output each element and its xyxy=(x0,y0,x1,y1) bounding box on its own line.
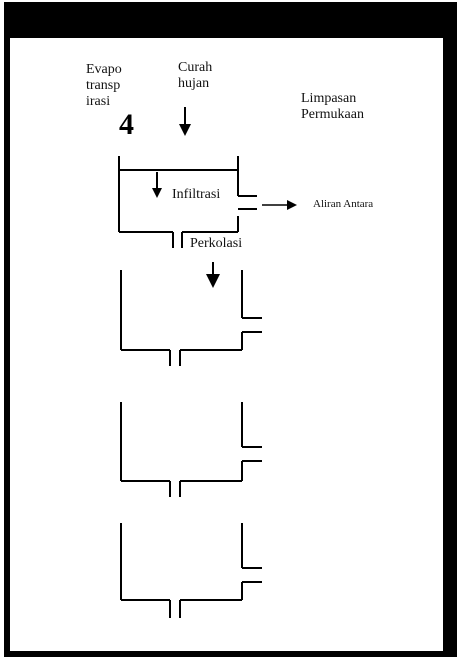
evapotranspirasi-number: 4 xyxy=(119,108,134,141)
evapotranspirasi-label: Evapo transp irasi xyxy=(86,62,122,109)
interflow-arrow xyxy=(262,200,297,210)
frame-left-border xyxy=(4,2,10,657)
infiltration-arrow xyxy=(152,172,162,198)
frame-right-border xyxy=(443,2,457,657)
infiltrasi-label: Infiltrasi xyxy=(172,187,221,202)
percolation-arrow xyxy=(206,262,220,288)
frame-top-border xyxy=(4,2,457,38)
tank-1 xyxy=(118,156,257,248)
tank-2 xyxy=(120,270,262,366)
limpasan-permukaan-label: Limpasan Permukaan xyxy=(301,91,364,122)
tank-4 xyxy=(120,523,262,618)
tank-3 xyxy=(120,402,262,497)
perkolasi-label: Perkolasi xyxy=(190,236,243,251)
frame-bottom-border xyxy=(4,651,457,657)
rain-arrow xyxy=(179,107,191,136)
curah-hujan-label: Curah hujan xyxy=(178,60,213,91)
aliran-antara-label: Aliran Antara xyxy=(313,198,374,210)
